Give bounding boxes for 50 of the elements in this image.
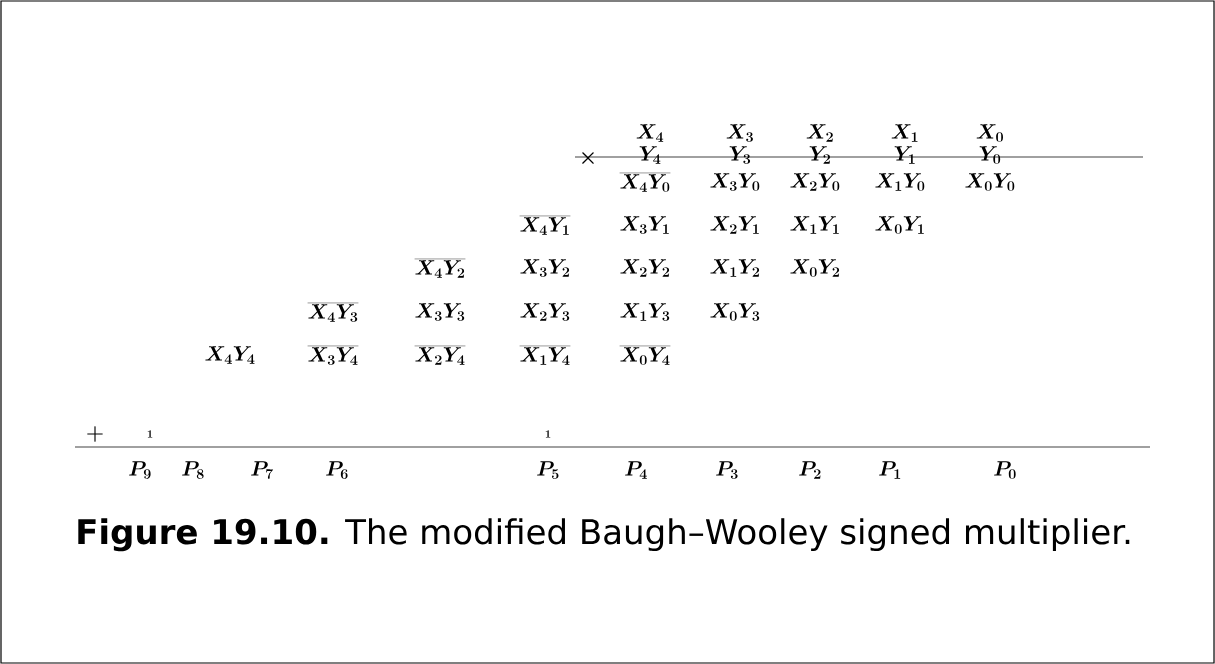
partial-product: $X_2Y_3$ xyxy=(520,303,570,321)
product-bit: $P_6$ xyxy=(326,461,348,479)
carry-one: $1$ xyxy=(147,430,153,438)
product-bit: $P_1$ xyxy=(879,461,901,479)
partial-product: $\overline{X_4Y_3}$ xyxy=(307,302,359,322)
carry-one: $1$ xyxy=(545,430,551,438)
operand-digit: $X_1$ xyxy=(891,124,918,142)
operand-digit: $X_3$ xyxy=(726,124,753,142)
product-bit: $P_9$ xyxy=(129,461,151,479)
partial-product: $X_0Y_1$ xyxy=(875,216,924,234)
partial-product: $\overline{X_4Y_1}$ xyxy=(519,215,571,235)
product-bit: $P_5$ xyxy=(537,461,559,479)
partial-product: $X_1Y_0$ xyxy=(875,173,925,191)
partial-product: $X_2Y_2$ xyxy=(620,259,670,277)
product-bit: $P_8$ xyxy=(182,461,204,479)
operand-digit: $X_0$ xyxy=(976,124,1003,142)
multiply-sign: $\times$ xyxy=(582,152,594,164)
product-bit: $P_3$ xyxy=(716,461,738,479)
partial-product: $\overline{X_1Y_4}$ xyxy=(519,345,571,365)
partial-product: $\overline{X_3Y_4}$ xyxy=(307,345,359,365)
operand-digit: $Y_0$ xyxy=(979,146,1001,164)
partial-product: $\overline{X_4Y_0}$ xyxy=(619,172,671,192)
partial-product: $X_1Y_2$ xyxy=(710,259,760,277)
partial-product: $X_3Y_2$ xyxy=(520,259,570,277)
operand-digit: $X_4$ xyxy=(636,124,664,142)
product-bit: $P_7$ xyxy=(251,461,274,479)
partial-product: $\overline{X_4Y_2}$ xyxy=(414,258,466,278)
partial-product: $X_0Y_0$ xyxy=(965,173,1015,191)
partial-product: $\overline{X_2Y_4}$ xyxy=(414,345,466,365)
partial-product: $X_3Y_3$ xyxy=(415,303,465,321)
partial-product: $X_3Y_1$ xyxy=(620,216,669,234)
operand-digit: $X_2$ xyxy=(806,124,833,142)
operand-digit: $Y_1$ xyxy=(894,146,915,164)
product-bit: $P_0$ xyxy=(994,461,1016,479)
partial-product: $X_1Y_1$ xyxy=(790,216,839,234)
operand-digit: $Y_2$ xyxy=(809,146,830,164)
plus-sign: $+$ xyxy=(87,426,103,442)
product-bit: $P_2$ xyxy=(799,461,821,479)
partial-product: $X_2Y_1$ xyxy=(710,216,759,234)
product-bit: $P_4$ xyxy=(625,461,647,479)
partial-product: $X_3Y_0$ xyxy=(710,173,760,191)
operand-digit: $Y_4$ xyxy=(639,146,661,164)
figure-caption: Figure 19.10. The modified Baugh–Wooley signed multiplier. xyxy=(78,518,1130,552)
partial-product: $\overline{X_0Y_4}$ xyxy=(619,345,671,365)
operand-digit: $Y_3$ xyxy=(729,146,751,164)
partial-product: $X_2Y_0$ xyxy=(790,173,840,191)
partial-product: $X_0Y_3$ xyxy=(710,303,760,321)
partial-product: $X_0Y_2$ xyxy=(790,259,840,277)
partial-product: $X_4Y_4$ xyxy=(205,346,255,364)
partial-product: $X_1Y_3$ xyxy=(620,303,670,321)
